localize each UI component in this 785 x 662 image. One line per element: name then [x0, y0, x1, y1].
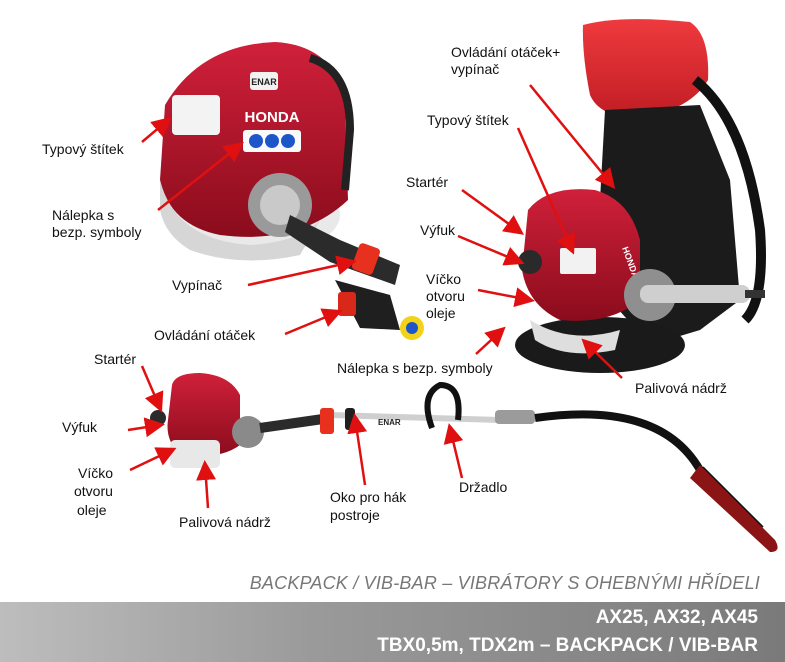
backpack-unit: HONDA [515, 19, 765, 373]
engine-badge-top: ENAR [251, 77, 277, 87]
label-switch: Vypínač [172, 277, 222, 294]
shaft-badge: ENAR [378, 418, 401, 427]
type-plate-icon [172, 95, 220, 135]
label-oil-cap-bottom-2: otvoru [74, 483, 113, 500]
model-list: AX25, AX32, AX45 [596, 607, 758, 629]
label-starter-right: Startér [406, 174, 448, 191]
label-oil-cap-right-2: otvoru [426, 288, 465, 305]
label-exhaust-right: Výfuk [420, 222, 455, 239]
label-starter-bottom: Startér [94, 351, 136, 368]
label-speed-control: Ovládání otáček [154, 327, 255, 344]
label-safety-sticker-right: Nálepka s bezp. symboly [337, 360, 493, 377]
engine-top-left: ENAR HONDA [160, 42, 424, 340]
footer-band: AX25, AX32, AX45 TBX0,5m, TDX2m – BACKPA… [0, 602, 785, 662]
label-speed-control-switch-2: vypínač [451, 61, 499, 78]
label-safety-sticker-left-1: Nálepka s [52, 207, 114, 224]
label-handle: Držadlo [459, 479, 507, 496]
label-speed-control-switch-1: Ovládání otáček+ [451, 44, 560, 61]
backpack-bag-icon [583, 19, 708, 118]
label-oil-cap-right-1: Víčko [426, 271, 461, 288]
variant-list: TBX0,5m, TDX2m – BACKPACK / VIB-BAR [377, 635, 758, 657]
label-safety-sticker-left-2: bezp. symboly [52, 224, 141, 241]
caption: BACKPACK / VIB-BAR – VIBRÁTORY S OHEBNÝM… [0, 573, 760, 594]
brand-logo-top: HONDA [245, 109, 300, 126]
label-fuel-tank-right: Palivová nádrž [635, 380, 727, 397]
label-oil-cap-bottom-3: oleje [77, 502, 107, 519]
label-harness-hook-2: postroje [330, 507, 380, 524]
label-type-plate-left: Typový štítek [42, 141, 124, 158]
label-fuel-tank-bottom: Palivová nádrž [179, 514, 271, 531]
label-exhaust-bottom: Výfuk [62, 419, 97, 436]
label-harness-hook-1: Oko pro hák [330, 489, 406, 506]
label-oil-cap-bottom-1: Víčko [78, 465, 113, 482]
type-plate-right-icon [560, 248, 596, 274]
label-type-plate-right: Typový štítek [427, 112, 509, 129]
label-oil-cap-right-3: oleje [426, 305, 456, 322]
